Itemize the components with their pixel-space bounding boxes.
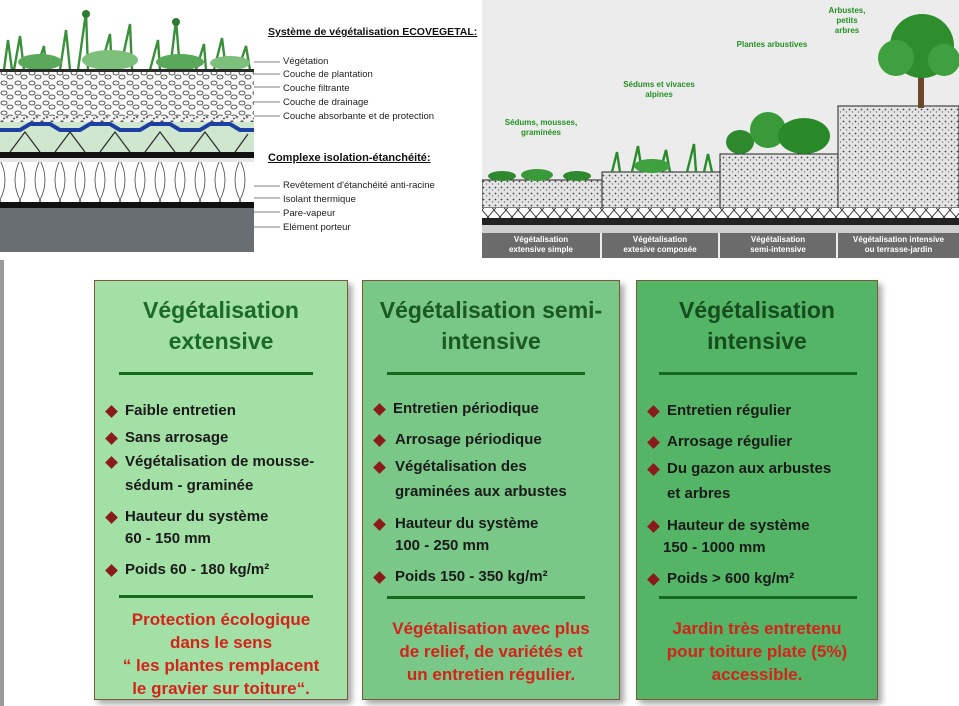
bullet-diamond-icon xyxy=(105,456,118,469)
card-footer: Protection écologique dans le sens “ les… xyxy=(122,610,320,698)
card-intensive: Végétalisation intensive Entretien régul… xyxy=(636,280,878,700)
levels-drawing xyxy=(482,14,959,258)
bullet-diamond-icon xyxy=(373,571,386,584)
card-semi-intensive: Végétalisation semi- intensive Entretien… xyxy=(362,280,620,700)
layer-label-vegetation: Végétation xyxy=(283,56,329,67)
complex-title: Complexe isolation-étanchéité: xyxy=(268,152,431,164)
layer-label-plantation: Couche de plantation xyxy=(283,69,373,80)
layer-label-drainage: Couche de drainage xyxy=(283,97,369,108)
plants-extensive xyxy=(488,169,591,181)
card-item: graminées aux arbustes xyxy=(395,483,567,500)
footer-divider xyxy=(659,596,857,599)
plant-label-shrubs: Plantes arbustives xyxy=(736,40,808,49)
card-item: et arbres xyxy=(667,485,731,502)
plant-label-sedums: Sédums, mousses, graminées xyxy=(504,118,578,137)
card-item: Végétalisation de mousse- xyxy=(125,453,315,470)
bullet-diamond-icon xyxy=(647,463,660,476)
green-roof-cross-section: Système de végétalisation ECOVEGETAL: Vé… xyxy=(0,0,480,258)
plant-label-alpine: Sédums et vivaces alpines xyxy=(623,80,695,99)
layer-label-protection: Couche absorbante et de protection xyxy=(283,111,435,122)
card-title: Végétalisation intensive xyxy=(679,297,835,354)
bullet-diamond-icon xyxy=(647,520,660,533)
bullet-diamond-icon xyxy=(647,405,660,418)
card-item: 150 - 1000 mm xyxy=(663,539,766,556)
card-item: Faible entretien xyxy=(125,402,236,419)
card-item: Poids 150 - 350 kg/m² xyxy=(395,568,548,585)
card-title: Végétalisation semi- intensive xyxy=(379,297,603,354)
layer-label-filtering: Couche filtrante xyxy=(283,83,350,94)
vegetation-levels-diagram: Sédums, mousses, graminées Sédums et viv… xyxy=(482,0,959,258)
bullet-diamond-icon xyxy=(373,461,386,474)
system-title: Système de végétalisation ECOVEGETAL: xyxy=(268,26,478,38)
card-item: Arrosage régulier xyxy=(667,433,793,450)
card-extensive: Végétalisation extensive Faible entretie… xyxy=(94,280,348,700)
card-item: Hauteur du système xyxy=(395,515,539,532)
card-item: Sans arrosage xyxy=(125,429,229,446)
cross-section-drawing xyxy=(0,10,280,252)
plants-intensive xyxy=(878,14,959,108)
footer-divider xyxy=(387,596,585,599)
layer-label-vapour-barrier: Pare-vapeur xyxy=(283,208,336,219)
title-divider xyxy=(387,372,585,375)
bullet-diamond-icon xyxy=(105,432,118,445)
layer-label-waterproofing: Revêtement d'étanchéité anti-racine xyxy=(283,180,435,191)
card-item: Du gazon aux arbustes xyxy=(667,460,832,477)
card-item: Poids > 600 kg/m² xyxy=(667,570,795,587)
footer-divider xyxy=(119,595,313,598)
bullet-diamond-icon xyxy=(105,511,118,524)
plants-composite xyxy=(610,143,714,173)
plants-semi-intensive xyxy=(726,112,830,154)
plant-label-trees: Arbustes, petits arbres xyxy=(828,6,866,35)
card-item: Entretien périodique xyxy=(393,400,539,417)
card-item: Hauteur de système xyxy=(667,517,810,534)
bullet-diamond-icon xyxy=(105,405,118,418)
title-divider xyxy=(119,372,313,375)
card-item: sédum - graminée xyxy=(125,477,254,494)
title-divider xyxy=(659,372,857,375)
layer-label-structure: Elément porteur xyxy=(283,222,351,233)
bullet-diamond-icon xyxy=(373,403,386,416)
card-item: Poids 60 - 180 kg/m² xyxy=(125,561,270,578)
comparison-cards: Végétalisation extensive Faible entretie… xyxy=(0,260,959,706)
bullet-diamond-icon xyxy=(647,436,660,449)
bullet-diamond-icon xyxy=(373,434,386,447)
card-item: 60 - 150 mm xyxy=(125,530,211,547)
card-item: 100 - 250 mm xyxy=(395,537,490,554)
card-title: Végétalisation extensive xyxy=(143,297,299,354)
card-item: Arrosage périodique xyxy=(395,431,542,448)
card-item: Entretien régulier xyxy=(667,402,792,419)
card-footer: Jardin très entretenu pour toiture plate… xyxy=(666,619,848,684)
layer-label-insulation: Isolant thermique xyxy=(283,194,356,205)
bullet-diamond-icon xyxy=(373,518,386,531)
bullet-diamond-icon xyxy=(647,573,660,586)
card-item: Végétalisation des xyxy=(395,458,527,475)
bullet-diamond-icon xyxy=(105,564,118,577)
card-item: Hauteur du système xyxy=(125,508,269,525)
card-footer: Végétalisation avec plus de relief, de v… xyxy=(392,619,590,684)
vegetation-layer xyxy=(2,10,252,71)
